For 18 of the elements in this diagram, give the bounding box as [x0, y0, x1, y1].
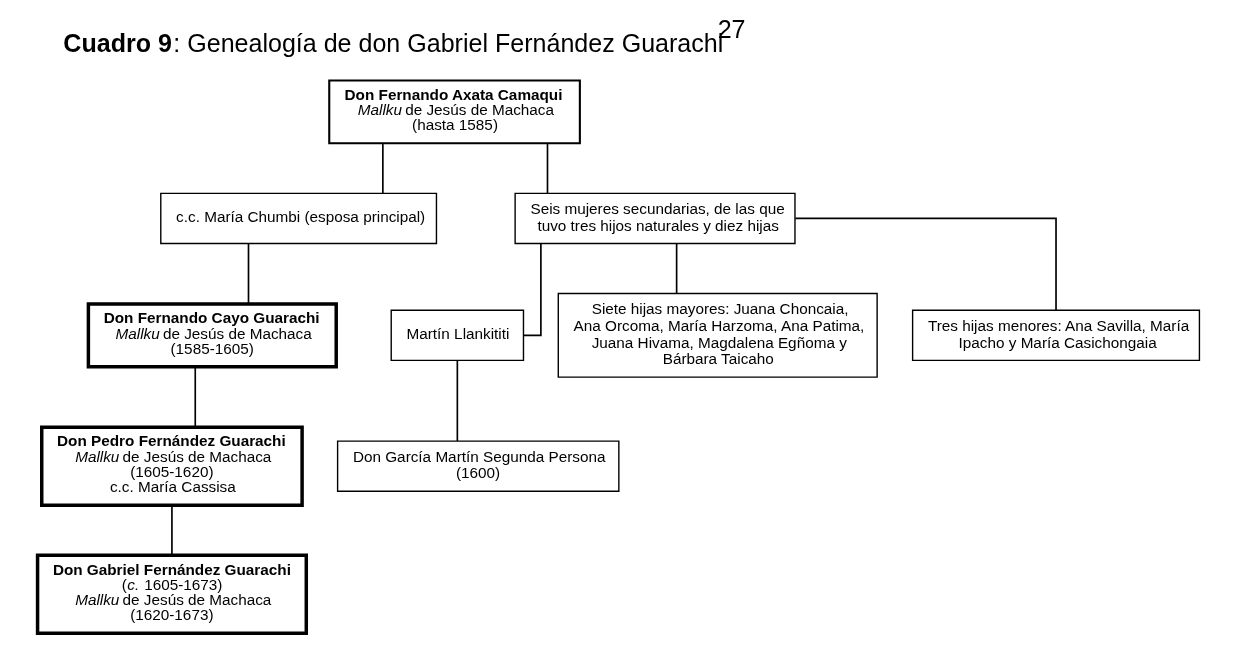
node-box: Don Gabriel Fernández Guarachi (c. 1605-1673) Mallku de Jesús de Machaca (1620-1673)	[35, 553, 308, 635]
node-box: Seis mujeres secundarias, de las que tuvo tres hijos naturales y diez hijas	[513, 192, 796, 245]
node-box: Don Pedro Fernández Guarachi Mallku de Jesús de Machaca (1605-1620) c.c. María Cassisa	[39, 425, 304, 507]
node-box: Don Fernando Axata Camaqui Mallku de Jesús de Machaca (hasta 1585)	[327, 79, 581, 145]
connector	[247, 242, 249, 305]
node-box: Martín Llankititi	[390, 309, 524, 362]
connector	[193, 366, 196, 428]
node-box: Siete hijas mayores: Juana Choncaia, Ana Orcoma, María Harzoma, Ana Patima, Juana Hivama, Magdalena Egñoma y Bárbara Taicaho	[557, 292, 878, 378]
connector	[793, 217, 1057, 311]
node-box: Tres hijas menores: Ana Savilla, María Ipacho y María Casichongaia	[911, 309, 1200, 362]
node-box: c.c. María Chumbi (esposa principal)	[159, 192, 437, 245]
connector	[675, 242, 677, 295]
node-box: Don Fernando Cayo Guarachi Mallku de Jesús de Machaca (1585-1605)	[86, 302, 338, 369]
connector	[546, 142, 548, 195]
connector	[381, 142, 384, 195]
connector	[170, 504, 173, 556]
node-box: Don García Martín Segunda Persona (1600)	[336, 440, 620, 492]
connector	[456, 359, 458, 442]
